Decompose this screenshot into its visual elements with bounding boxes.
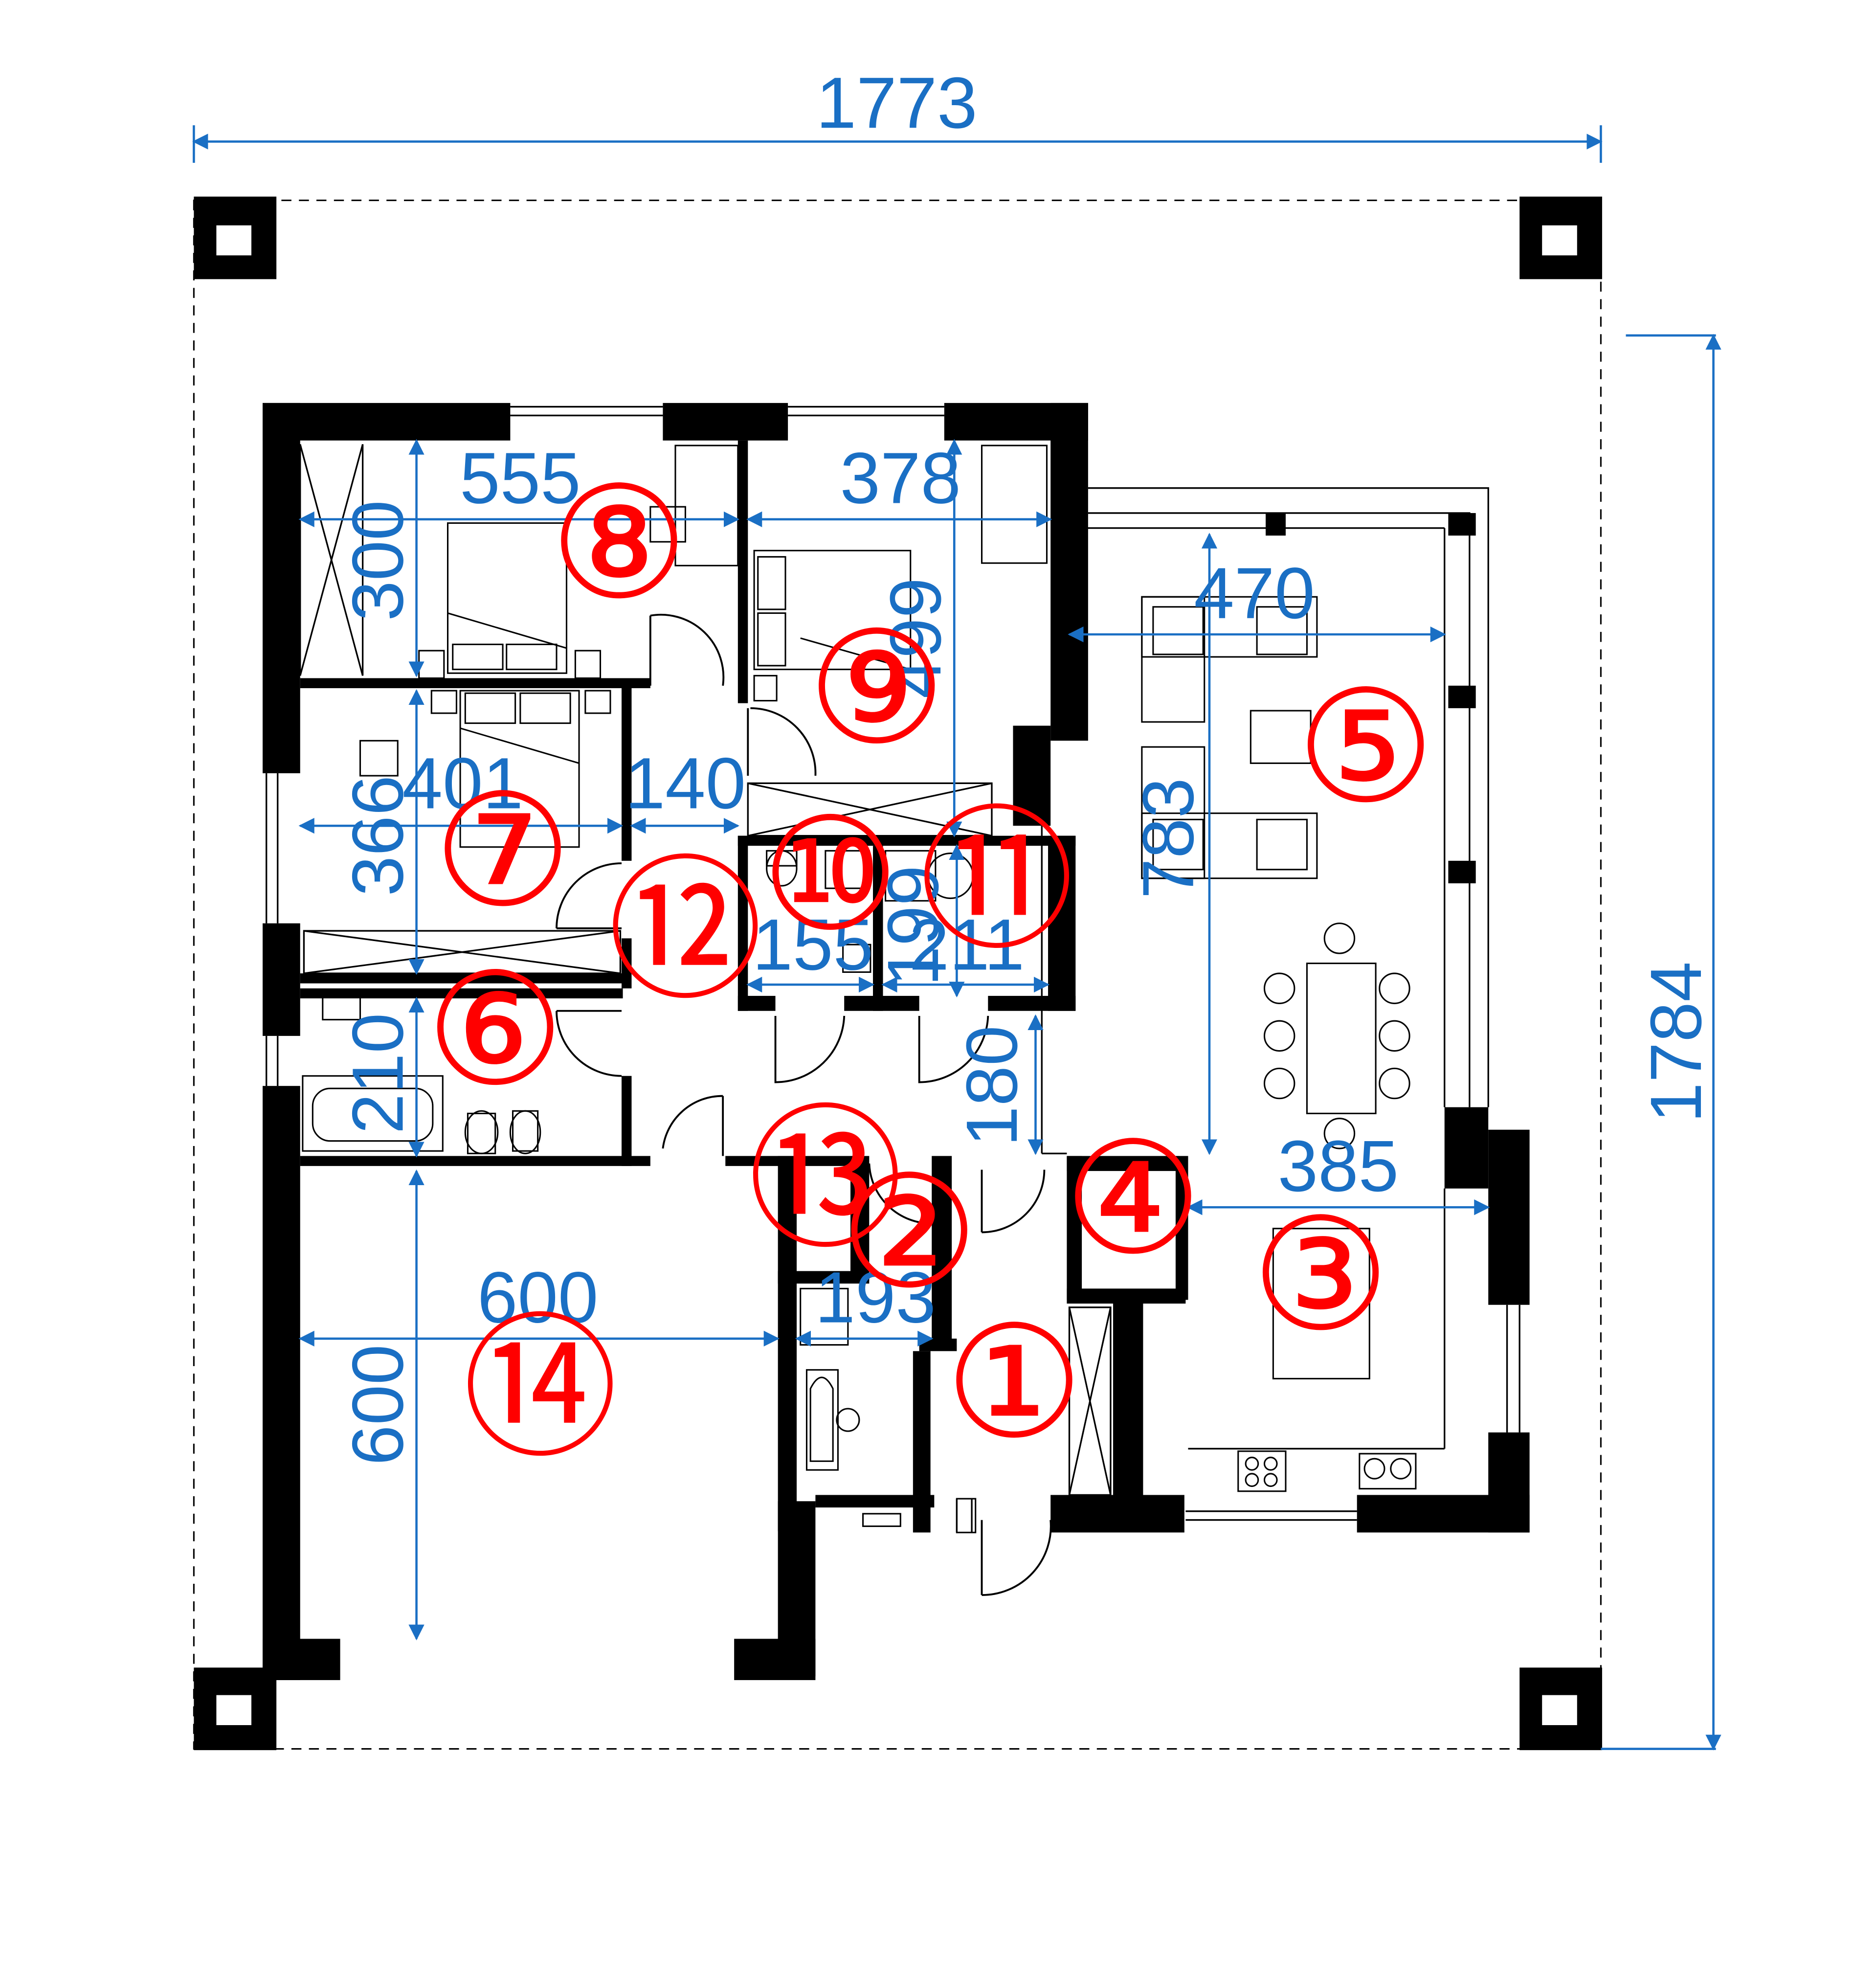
living-depth-label: 783 — [1128, 778, 1209, 899]
bedroom-9-depth-label: 499 — [875, 578, 956, 698]
bedroom-7-width-label: 401 — [402, 743, 523, 824]
room-numbers: ① ② ③ ④ ⑤ ⑥ ⑦ ⑧ ⑨ ⑩ ⑪ ⑫ ⑬ ⑭ — [426, 458, 1435, 1476]
room-number-4: ④ — [1064, 1114, 1203, 1286]
garage-depth-label: 600 — [337, 1345, 418, 1465]
bath-11-depth-label: 199 — [873, 865, 954, 986]
bath-11-width-label: 211 — [909, 904, 1025, 985]
bedroom-8-width-label: 555 — [460, 438, 581, 518]
bath-6-depth-label: 210 — [337, 1013, 418, 1134]
bedroom-7-depth-label: 366 — [337, 775, 418, 896]
room-number-5: ⑤ — [1296, 662, 1435, 834]
bedroom-8-depth-label: 300 — [337, 500, 418, 621]
room-number-8: ⑧ — [550, 458, 689, 630]
door-swings — [556, 613, 1052, 1596]
room-number-11: ⑪ — [919, 796, 1074, 968]
wc-10-width-label: 155 — [753, 904, 873, 985]
garage-width-label: 600 — [477, 1258, 598, 1338]
bedroom-9-width-label: 378 — [840, 438, 961, 518]
room-number-13: ⑬ — [748, 1095, 903, 1267]
room-number-6: ⑥ — [426, 945, 565, 1117]
room-number-2: ② — [840, 1147, 979, 1320]
furniture — [302, 445, 1417, 1533]
dimension-labels: 1773 1784 555 300 378 499 470 783 401 36… — [337, 63, 1717, 1465]
hall-depth-label: 180 — [952, 1025, 1032, 1146]
laundry-width-label: 193 — [815, 1258, 936, 1338]
window-lines — [266, 405, 1520, 1533]
room-number-1: ① — [945, 1298, 1084, 1470]
walls — [263, 403, 1530, 1680]
room-number-14: ⑭ — [463, 1304, 618, 1476]
corridor-width-label: 140 — [625, 743, 746, 824]
living-width-label: 470 — [1194, 553, 1315, 634]
overall-depth-label: 1784 — [1636, 962, 1717, 1123]
dimension-lines — [192, 125, 1721, 1751]
room-number-3: ③ — [1251, 1190, 1390, 1362]
room-number-9: ⑨ — [807, 604, 946, 776]
overall-width-label: 1773 — [816, 63, 978, 143]
room-number-12: ⑫ — [608, 846, 763, 1018]
room-number-10: ⑩ — [761, 790, 900, 962]
corner-posts — [194, 196, 1602, 1751]
room-number-7: ⑦ — [433, 766, 572, 938]
site-boundary — [193, 200, 1602, 1750]
kitchen-width-label: 385 — [1278, 1126, 1399, 1207]
